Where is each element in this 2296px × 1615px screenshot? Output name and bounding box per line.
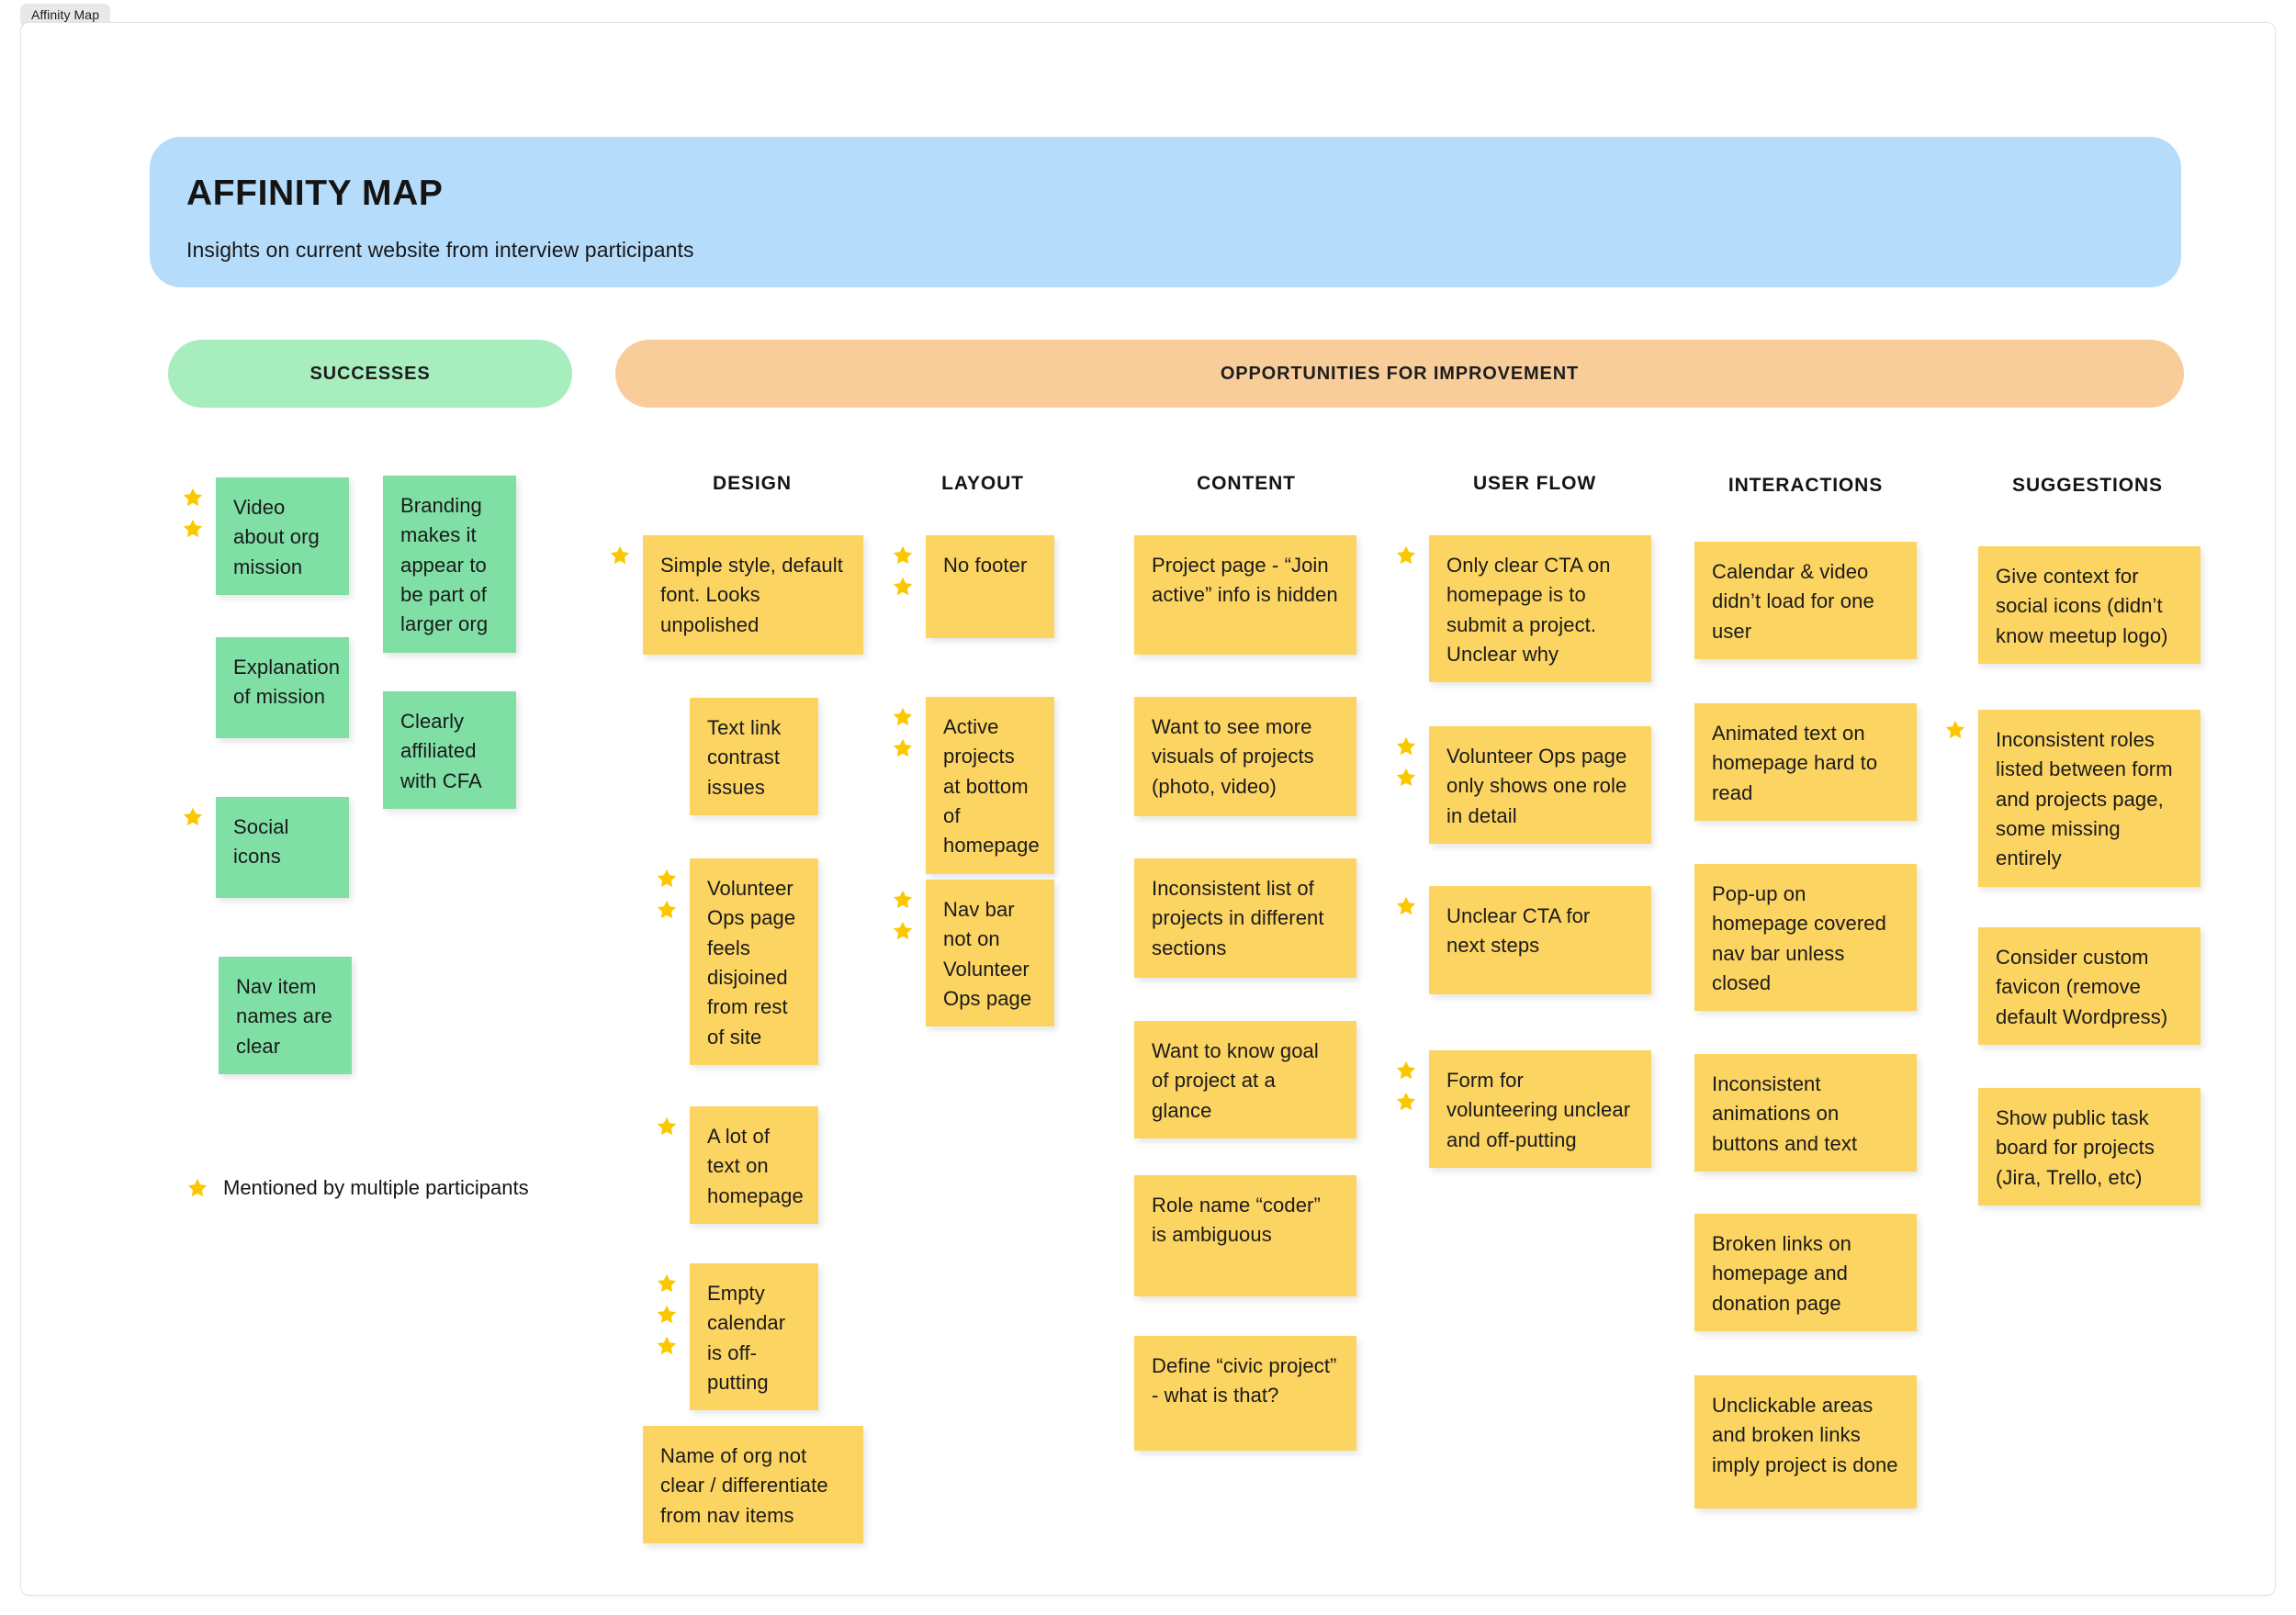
star-icon [655,1272,679,1295]
sticky-note[interactable]: Name of org not clear / differentiate fr… [643,1426,863,1543]
band-opportunities: OPPORTUNITIES FOR IMPROVEMENT [615,340,2184,408]
star-icon [1943,718,1967,741]
sticky-note[interactable]: Role name “coder” is ambiguous [1134,1175,1356,1296]
star-icon [186,1176,209,1199]
legend-label: Mentioned by multiple participants [223,1176,529,1199]
sticky-note[interactable]: Want to see more visuals of projects (ph… [1134,697,1356,816]
sticky-note[interactable]: Text link contrast issues [690,698,818,815]
sticky-note[interactable]: Nav bar not on Volunteer Ops page [926,880,1054,1027]
star-icon [655,1115,679,1138]
star-icon [655,1303,679,1326]
star-icon [891,919,915,942]
sticky-note[interactable]: Explanation of mission [216,637,349,738]
column-header-userflow: USER FLOW [1472,473,1597,494]
title-banner: AFFINITY MAP Insights on current website… [150,137,2181,287]
star-icon [655,898,679,921]
sticky-note[interactable]: Video about org mission [216,477,349,595]
sticky-note[interactable]: Broken links on homepage and donation pa… [1694,1214,1917,1331]
star-icon [891,888,915,911]
sticky-note[interactable]: Social icons [216,797,349,898]
sticky-note[interactable]: Pop-up on homepage covered nav bar unles… [1694,864,1917,1012]
star-icon [1394,544,1418,566]
star-icon [181,486,205,509]
sticky-note[interactable]: A lot of text on homepage [690,1106,818,1224]
sticky-note[interactable]: Unclickable areas and broken links imply… [1694,1375,1917,1508]
sticky-note[interactable]: No footer [926,535,1054,638]
star-icon [1394,766,1418,789]
sticky-note[interactable]: Empty calendar is off-putting [690,1263,818,1411]
star-icon [891,705,915,728]
sticky-note[interactable]: Volunteer Ops page only shows one role i… [1429,726,1651,844]
sticky-note[interactable]: Simple style, default font. Looks unpoli… [643,535,863,655]
star-icon [1394,1059,1418,1082]
sticky-note[interactable]: Animated text on homepage hard to read [1694,703,1917,821]
column-header-interactions: INTERACTIONS [1728,475,1884,496]
star-icon [891,544,915,566]
sticky-note[interactable]: Define “civic project” - what is that? [1134,1336,1356,1451]
star-icon [655,1334,679,1357]
band-successes: SUCCESSES [168,340,572,408]
sticky-note[interactable]: Inconsistent roles listed between form a… [1978,710,2200,887]
band-successes-label: SUCCESSES [310,363,431,384]
star-icon [891,575,915,598]
sticky-note[interactable]: Branding makes it appear to be part of l… [383,476,516,653]
column-header-content: CONTENT [1197,473,1296,494]
sticky-note[interactable]: Give context for social icons (didn’t kn… [1978,546,2200,664]
sticky-note[interactable]: Nav item names are clear [219,957,352,1074]
band-opportunities-label: OPPORTUNITIES FOR IMPROVEMENT [1220,363,1580,384]
page-subtitle: Insights on current website from intervi… [186,238,694,262]
sticky-note[interactable]: Active projects at bottom of homepage [926,697,1054,874]
star-icon [1394,735,1418,757]
column-header-suggestions: SUGGESTIONS [2012,475,2163,496]
star-icon [891,736,915,759]
sticky-note[interactable]: Unclear CTA for next steps [1429,886,1651,994]
sticky-note[interactable]: Consider custom favicon (remove default … [1978,927,2200,1045]
sticky-note[interactable]: Want to know goal of project at a glance [1134,1021,1356,1138]
page-title: AFFINITY MAP [186,174,444,213]
star-icon [1394,894,1418,917]
column-header-layout: LAYOUT [941,473,1024,494]
star-icon [181,805,205,828]
sticky-note[interactable]: Calendar & video didn’t load for one use… [1694,542,1917,659]
star-icon [1394,1090,1418,1113]
legend: Mentioned by multiple participants [185,1175,529,1201]
board-canvas: AFFINITY MAP Insights on current website… [20,22,2276,1596]
sticky-note[interactable]: Inconsistent animations on buttons and t… [1694,1054,1917,1172]
sticky-note[interactable]: Show public task board for projects (Jir… [1978,1088,2200,1206]
star-icon [181,517,205,540]
sticky-note[interactable]: Project page - “Join active” info is hid… [1134,535,1356,655]
star-icon [608,544,632,566]
sticky-note[interactable]: Volunteer Ops page feels disjoined from … [690,858,818,1065]
sticky-note[interactable]: Form for volunteering unclear and off-pu… [1429,1050,1651,1168]
sticky-note[interactable]: Only clear CTA on homepage is to submit … [1429,535,1651,683]
sticky-note[interactable]: Inconsistent list of projects in differe… [1134,858,1356,978]
column-header-design: DESIGN [713,473,792,494]
star-icon [655,867,679,890]
sticky-note[interactable]: Clearly affiliated with CFA [383,691,516,809]
